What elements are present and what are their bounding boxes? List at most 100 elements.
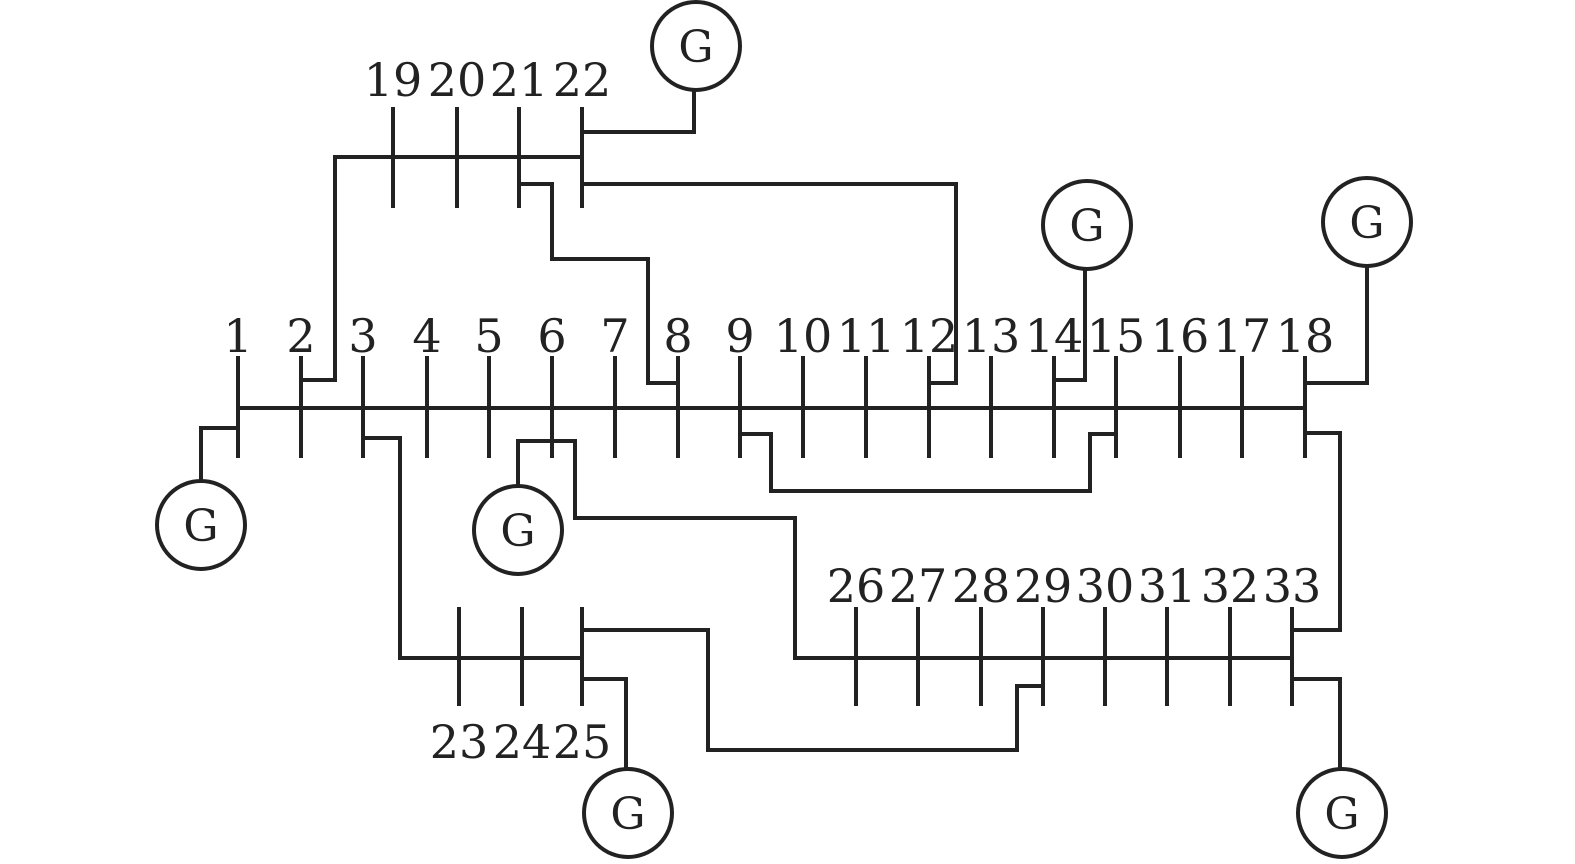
bus-3: 3 bbox=[348, 309, 378, 458]
generator-lead-1 bbox=[199, 426, 240, 482]
generator-lead-18 bbox=[1303, 263, 1369, 385]
tie-line-18-33 bbox=[1290, 431, 1342, 632]
generator-icon bbox=[650, 0, 742, 92]
tie-line-6-26 bbox=[550, 439, 797, 660]
generator-label: G bbox=[1349, 198, 1384, 249]
bus-25: 25 bbox=[553, 607, 612, 769]
generator-label: G bbox=[610, 789, 645, 840]
tie-line-3-23 bbox=[361, 436, 402, 660]
bus-33-label: 33 bbox=[1263, 559, 1322, 613]
bus-30-label: 30 bbox=[1076, 559, 1135, 613]
bus-22-label: 22 bbox=[553, 53, 612, 107]
generator-label: G bbox=[1324, 789, 1359, 840]
generator-icon bbox=[1296, 767, 1388, 859]
bus-19-label: 19 bbox=[364, 53, 423, 107]
bus-15: 15 bbox=[1087, 309, 1146, 458]
bus-30: 30 bbox=[1076, 559, 1135, 706]
generator-bus-33: G bbox=[1296, 767, 1388, 859]
bus-8-label: 8 bbox=[663, 309, 692, 363]
bus-24: 24 bbox=[493, 607, 552, 769]
bus-20: 20 bbox=[428, 53, 486, 208]
bus-21-label: 21 bbox=[490, 53, 549, 107]
bus-17: 17 bbox=[1213, 309, 1272, 458]
bus-7-label: 7 bbox=[600, 309, 629, 363]
bus-11: 11 bbox=[837, 309, 895, 458]
generator-bus-1: G bbox=[155, 479, 247, 571]
bus-28-label: 28 bbox=[952, 559, 1011, 613]
bus-1-label: 1 bbox=[223, 309, 252, 363]
generator-lead-22 bbox=[580, 88, 696, 134]
bus-18: 18 bbox=[1276, 309, 1335, 458]
generator-lead-25 bbox=[580, 677, 628, 770]
bus-7: 7 bbox=[600, 309, 630, 458]
bus-25-label: 25 bbox=[553, 715, 612, 769]
bus-24-label: 24 bbox=[493, 715, 552, 769]
bus-3-label: 3 bbox=[348, 309, 377, 363]
tie-line-22-12 bbox=[580, 182, 958, 385]
bus-26: 26 bbox=[827, 559, 885, 706]
bus-32-label: 32 bbox=[1201, 559, 1260, 613]
bus-4-label: 4 bbox=[412, 309, 441, 363]
generator-icon bbox=[472, 484, 564, 576]
bus-1: 1 bbox=[223, 309, 253, 458]
bus-27: 27 bbox=[889, 559, 947, 706]
bus-9: 9 bbox=[725, 309, 755, 458]
bus-5-label: 5 bbox=[474, 309, 503, 363]
generator-label: G bbox=[500, 506, 535, 557]
tie-line-25-29 bbox=[580, 628, 1045, 752]
tie-line-21-8 bbox=[517, 182, 680, 385]
bus-17-label: 17 bbox=[1213, 309, 1272, 363]
bus-21: 21 bbox=[490, 53, 549, 208]
bus-23: 23 bbox=[430, 607, 489, 769]
bus-2-label: 2 bbox=[286, 309, 315, 363]
bus-10-label: 10 bbox=[774, 309, 833, 363]
bus-23-label: 23 bbox=[430, 715, 489, 769]
bus-13-label: 13 bbox=[962, 309, 1021, 363]
bus-18-label: 18 bbox=[1276, 309, 1335, 363]
bus-6-label: 6 bbox=[537, 309, 566, 363]
bus-12: 12 bbox=[900, 309, 959, 458]
bus-5: 5 bbox=[474, 309, 504, 458]
tie-line-2-19 bbox=[299, 155, 337, 382]
tie-line-9-15 bbox=[738, 432, 1118, 493]
bus-19: 19 bbox=[364, 53, 423, 208]
bus-32: 32 bbox=[1201, 559, 1260, 706]
bus-15-label: 15 bbox=[1087, 309, 1146, 363]
generator-leads bbox=[199, 88, 1369, 770]
tie-lines bbox=[299, 155, 1342, 752]
bus-29-label: 29 bbox=[1014, 559, 1073, 613]
bus-10: 10 bbox=[774, 309, 833, 458]
bus-31-label: 31 bbox=[1138, 559, 1197, 613]
bus-31: 31 bbox=[1138, 559, 1197, 706]
bus-13: 13 bbox=[962, 309, 1021, 458]
generator-icon bbox=[1321, 176, 1413, 268]
bus-9-label: 9 bbox=[725, 309, 754, 363]
generator-bus-6: G bbox=[472, 484, 564, 576]
bus-16: 16 bbox=[1151, 309, 1210, 458]
generator-icon bbox=[155, 479, 247, 571]
generator-icon bbox=[582, 767, 674, 859]
bus-33: 33 bbox=[1263, 559, 1322, 706]
bus-28: 28 bbox=[952, 559, 1011, 706]
generator-label: G bbox=[678, 22, 713, 73]
bus-16-label: 16 bbox=[1151, 309, 1210, 363]
generator-bus-14: G bbox=[1041, 179, 1133, 271]
bus-12-label: 12 bbox=[900, 309, 959, 363]
generator-icon bbox=[1041, 179, 1133, 271]
bus-22: 22 bbox=[553, 53, 612, 208]
bus-14: 14 bbox=[1025, 309, 1083, 458]
generator-label: G bbox=[183, 501, 218, 552]
generator-lead-14 bbox=[1052, 268, 1087, 382]
bus-4: 4 bbox=[412, 309, 442, 458]
generator-layer: G G G G G G G bbox=[155, 0, 1413, 859]
generator-bus-18: G bbox=[1321, 176, 1413, 268]
bus-29: 29 bbox=[1014, 559, 1073, 706]
generator-label: G bbox=[1069, 201, 1104, 252]
bus-8: 8 bbox=[663, 309, 693, 458]
bus-2: 2 bbox=[286, 309, 316, 458]
generator-lead-33 bbox=[1290, 677, 1342, 770]
generator-bus-22: G bbox=[650, 0, 742, 92]
